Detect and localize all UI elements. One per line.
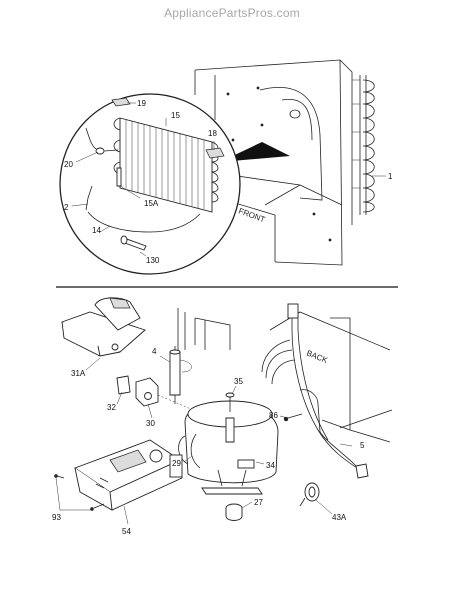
- leader-lines-bottom: [55, 355, 353, 525]
- label-27: 27: [254, 498, 263, 507]
- harness-part-5[interactable]: [261, 303, 369, 479]
- compressor-part-29[interactable]: [178, 400, 279, 495]
- label-30: 30: [146, 419, 155, 428]
- back-label: BACK: [305, 349, 329, 366]
- label-34: 34: [266, 461, 275, 470]
- clamp-part-43a[interactable]: [299, 482, 320, 507]
- bolt-part-130[interactable]: [120, 235, 147, 251]
- label-19: 19: [137, 99, 146, 108]
- label-1: 1: [388, 172, 393, 181]
- front-label: FRONT: [237, 206, 266, 224]
- label-18: 18: [208, 129, 217, 138]
- drain-pan-part-31a[interactable]: [61, 297, 146, 357]
- label-32: 32: [107, 403, 116, 412]
- clip-part-32[interactable]: [116, 375, 131, 395]
- label-15a: 15A: [144, 199, 159, 208]
- fitting-part-15a[interactable]: [116, 167, 122, 187]
- label-14: 14: [92, 226, 101, 235]
- drier-part-4[interactable]: [169, 346, 192, 404]
- label-5: 5: [360, 441, 365, 450]
- relay-part-30[interactable]: [135, 377, 159, 407]
- label-15: 15: [171, 111, 180, 120]
- label-2: 2: [64, 203, 69, 212]
- condenser-coil-part-1[interactable]: [352, 75, 375, 215]
- wire-part-14[interactable]: [87, 211, 201, 233]
- leader-lines-top: [71, 102, 386, 257]
- label-29: 29: [172, 459, 181, 468]
- sensor-part-20[interactable]: [85, 127, 119, 155]
- label-130: 130: [146, 256, 160, 265]
- condenser-part-15[interactable]: [113, 117, 219, 213]
- label-31a: 31A: [71, 369, 86, 378]
- label-86: 86: [269, 411, 278, 420]
- detail-pointer: [220, 142, 290, 162]
- label-4: 4: [152, 347, 157, 356]
- control-box-part-54[interactable]: [74, 439, 183, 511]
- pad-part-19[interactable]: [111, 97, 131, 107]
- dashed-guide: [157, 394, 206, 416]
- pad-part-18[interactable]: [205, 147, 225, 159]
- watermark-text: AppliancePartsPros.com: [164, 6, 300, 20]
- label-54: 54: [122, 527, 131, 536]
- label-35: 35: [234, 377, 243, 386]
- label-93: 93: [52, 513, 61, 522]
- label-43a: 43A: [332, 513, 347, 522]
- clip-part-2[interactable]: [85, 185, 93, 211]
- grommet-part-27[interactable]: [225, 503, 243, 521]
- label-20: 20: [64, 160, 73, 169]
